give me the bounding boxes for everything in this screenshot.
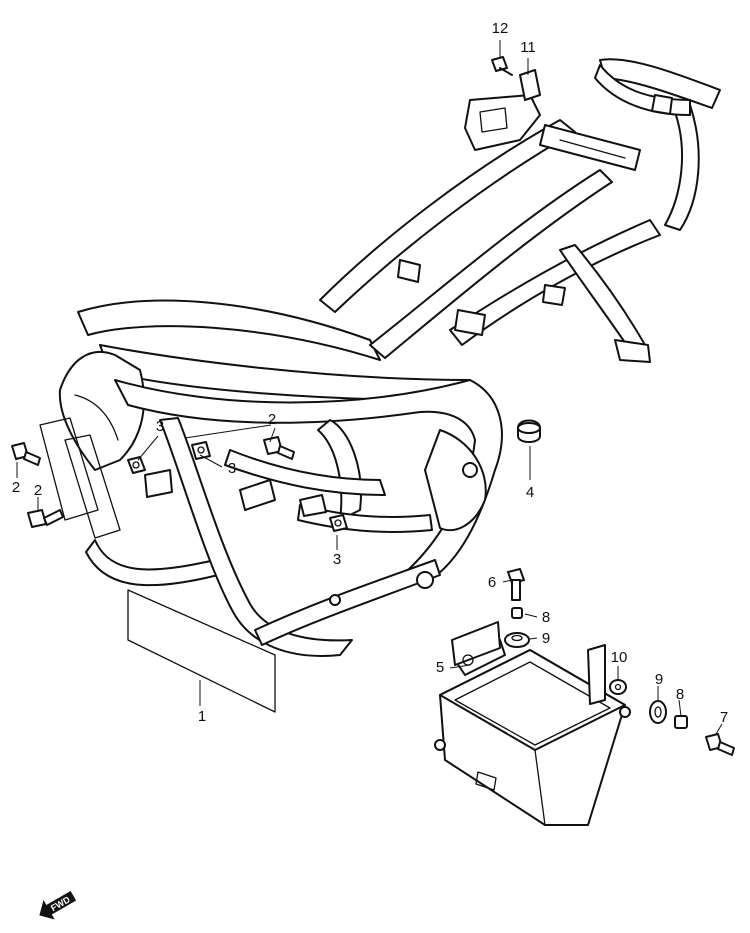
nut-3-lower xyxy=(329,514,348,532)
callout-10: 10 xyxy=(611,649,628,666)
cushion-9-right xyxy=(649,700,667,724)
bolt-12 xyxy=(491,56,513,76)
callout-2-center: 2 xyxy=(268,411,276,428)
callout-8-upper: 8 xyxy=(542,609,550,626)
callout-3-center: 3 xyxy=(228,460,236,477)
battery-holder xyxy=(434,621,631,826)
rear-bracket xyxy=(464,69,541,151)
main-frame xyxy=(39,58,721,713)
bolt-6 xyxy=(507,568,525,601)
callout-3-left: 3 xyxy=(156,418,164,435)
callout-11: 11 xyxy=(520,39,536,56)
nut-3-center xyxy=(191,441,211,460)
bolt-2-left-lower xyxy=(27,509,64,528)
callout-3-lower: 3 xyxy=(333,551,341,568)
collar-8-upper xyxy=(511,607,523,619)
callout-6: 6 xyxy=(488,574,496,591)
bolt-2-center xyxy=(263,436,295,460)
cushion-9-upper xyxy=(504,632,530,648)
fwd-arrow-icon: FWD xyxy=(39,890,77,920)
callout-2-left-upper: 2 xyxy=(12,479,20,496)
callout-8-right: 8 xyxy=(676,686,684,703)
collar-8-right xyxy=(674,715,688,729)
callout-7: 7 xyxy=(720,709,728,726)
washer-10 xyxy=(609,679,627,695)
callout-labels: 12 11 2 3 3 3 2 2 4 6 8 9 5 10 9 8 7 1 xyxy=(12,20,728,726)
callout-12: 12 xyxy=(492,20,509,37)
cap-4 xyxy=(517,419,541,443)
callout-5: 5 xyxy=(436,659,444,676)
bolt-7 xyxy=(705,733,735,756)
callout-1: 1 xyxy=(198,708,206,725)
bolt-2-left-upper xyxy=(11,442,41,466)
callout-2-left-lower: 2 xyxy=(34,482,42,499)
callout-9-right: 9 xyxy=(655,671,663,688)
nut-3-left xyxy=(127,456,146,474)
leader-lines xyxy=(16,40,723,735)
callout-9-upper: 9 xyxy=(542,630,550,647)
callout-4: 4 xyxy=(526,484,534,501)
